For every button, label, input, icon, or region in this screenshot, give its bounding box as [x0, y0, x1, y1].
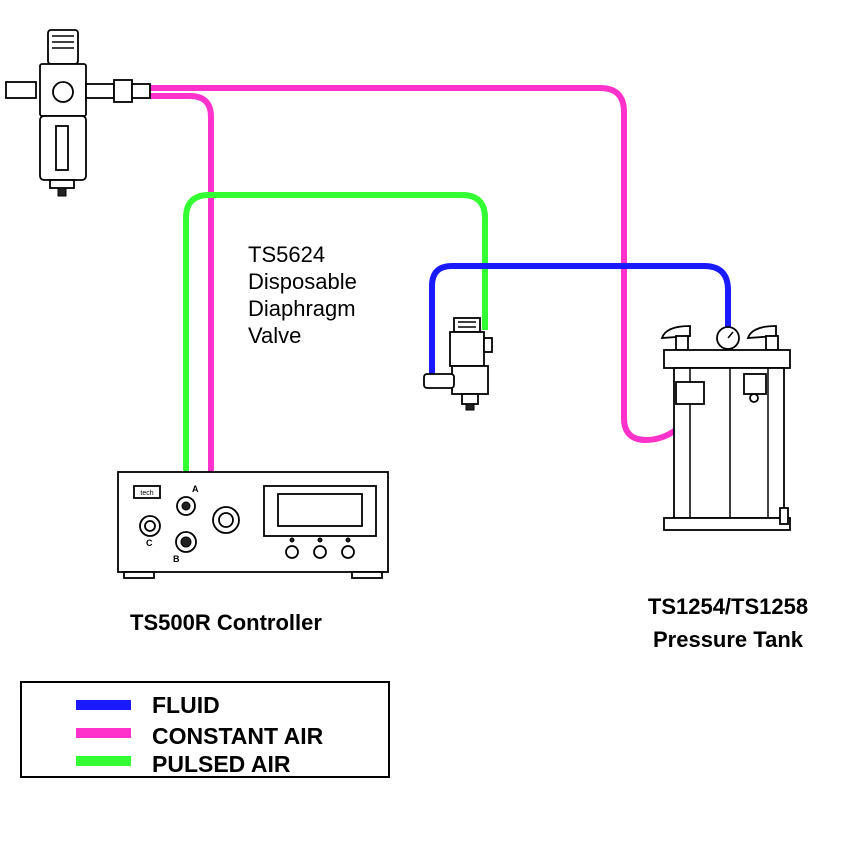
- tank-label-line-1: TS1254/TS1258: [648, 594, 808, 619]
- valve-label-line-3: Diaphragm: [248, 296, 356, 321]
- legend: FLUID CONSTANT AIR PULSED AIR: [20, 681, 390, 778]
- filter-regulator: [5, 29, 151, 197]
- pressure-tank: [660, 325, 791, 531]
- pulsed-air-hose: [183, 192, 488, 492]
- valve-label-line-1: TS5624: [248, 242, 325, 267]
- controller-label: TS500R Controller: [130, 610, 322, 635]
- diaphragm-valve: [423, 317, 493, 411]
- valve-label-line-2: Disposable: [248, 269, 357, 294]
- legend-swatch-fluid: [76, 700, 131, 710]
- port-b-label: B: [173, 554, 180, 564]
- tank-label-line-2: Pressure Tank: [653, 627, 804, 652]
- ts500r-controller: tech A B C: [117, 471, 389, 579]
- svg-text:tech: tech: [140, 490, 153, 497]
- legend-label-constant-air: CONSTANT AIR: [152, 723, 324, 749]
- legend-swatch-pulsed-air: [76, 756, 131, 766]
- legend-swatch-constant-air: [76, 728, 131, 738]
- constant-air-hose-to-tank: [150, 85, 691, 444]
- valve-label-line-4: Valve: [248, 323, 301, 348]
- fluid-hose: [429, 263, 731, 378]
- port-a-label: A: [192, 484, 199, 494]
- legend-label-pulsed-air: PULSED AIR: [152, 751, 291, 777]
- constant-air-hose-to-controller: [150, 93, 214, 478]
- port-c-label: C: [146, 538, 153, 548]
- legend-label-fluid: FLUID: [152, 692, 220, 718]
